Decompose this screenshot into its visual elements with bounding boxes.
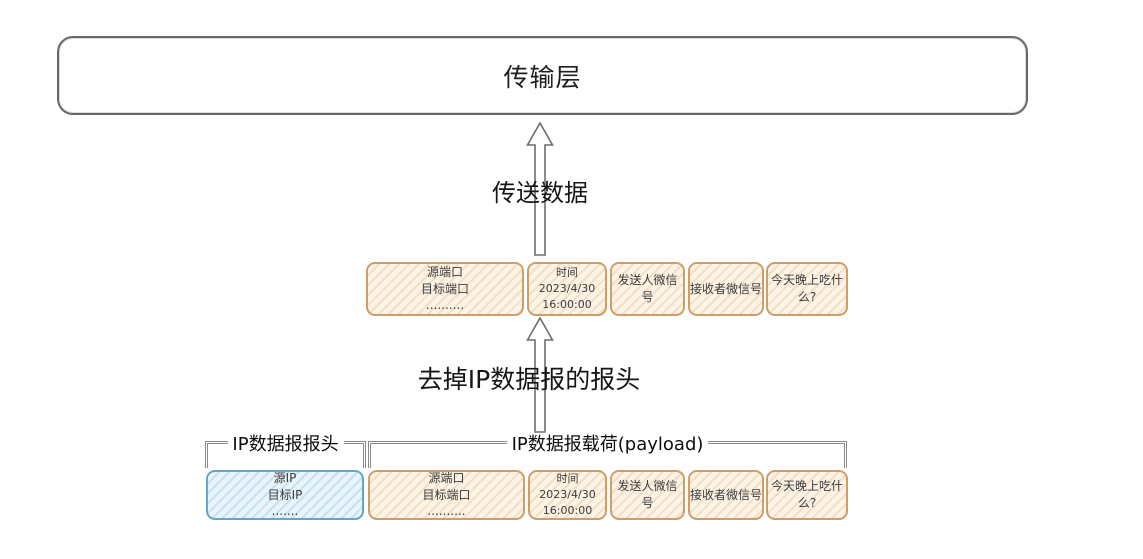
ip-header-field: 源IP 目标IP ....... — [206, 470, 364, 520]
field-line: 今天晚上吃什么? — [770, 273, 843, 304]
payload-field-ports: 源端口 目标端口 .......... — [368, 470, 525, 520]
up-arrow-top-svg — [526, 121, 554, 256]
segment-field-sender: 发送人微信号 — [610, 262, 685, 316]
ip-header-bracket: IP数据报报头 — [205, 430, 366, 468]
field-line: 发送人微信号 — [617, 479, 678, 510]
up-arrow-icon — [526, 121, 554, 261]
up-arrow-icon — [526, 316, 554, 438]
payload-field-message: 今天晚上吃什么? — [766, 470, 848, 520]
payload-field-receiver: 接收者微信号 — [688, 470, 764, 520]
field-line: 源IP — [273, 470, 297, 485]
segment-field-ports: 源端口 目标端口 .......... — [366, 262, 524, 316]
field-line: .......... — [425, 298, 465, 313]
transport-layer-label: 传输层 — [503, 62, 582, 92]
field-line: ....... — [271, 504, 299, 519]
field-line: 16:00:00 — [542, 503, 593, 517]
segment-field-receiver: 接收者微信号 — [688, 262, 764, 316]
field-line: .......... — [427, 504, 466, 519]
field-line: 今天晚上吃什么? — [770, 479, 843, 510]
transport-layer-box: 传输层 — [57, 36, 1028, 115]
segment-field-message: 今天晚上吃什么? — [766, 262, 848, 316]
field-line: 目标端口 — [422, 487, 471, 502]
segment-field-time: 时间2023/4/30 16:00:00 — [527, 262, 607, 316]
up-arrow-bottom-svg — [526, 316, 554, 433]
field-line: 接收者微信号 — [690, 487, 763, 502]
field-line: 目标端口 — [420, 281, 469, 296]
field-line: 目标IP — [267, 487, 303, 502]
ip-payload-bracket: IP数据报载荷(payload) — [368, 430, 847, 468]
field-line: 源端口 — [426, 264, 463, 279]
send-data-label: 传送数据 — [492, 179, 588, 207]
field-line: 16:00:00 — [542, 297, 592, 311]
payload-field-time: 时间2023/4/30 16:00:00 — [528, 470, 607, 520]
field-line: 发送人微信号 — [617, 273, 678, 304]
ip-payload-bracket-label: IP数据报载荷(payload) — [506, 430, 709, 456]
strip-header-label: 去掉IP数据报的报头 — [417, 365, 641, 394]
field-line: 接收者微信号 — [690, 281, 763, 296]
ip-header-bracket-label: IP数据报报头 — [227, 430, 344, 456]
field-line: 源端口 — [428, 470, 465, 485]
field-line: 时间2023/4/30 — [539, 472, 596, 502]
payload-field-sender: 发送人微信号 — [610, 470, 685, 520]
field-line: 时间2023/4/30 — [538, 266, 596, 296]
